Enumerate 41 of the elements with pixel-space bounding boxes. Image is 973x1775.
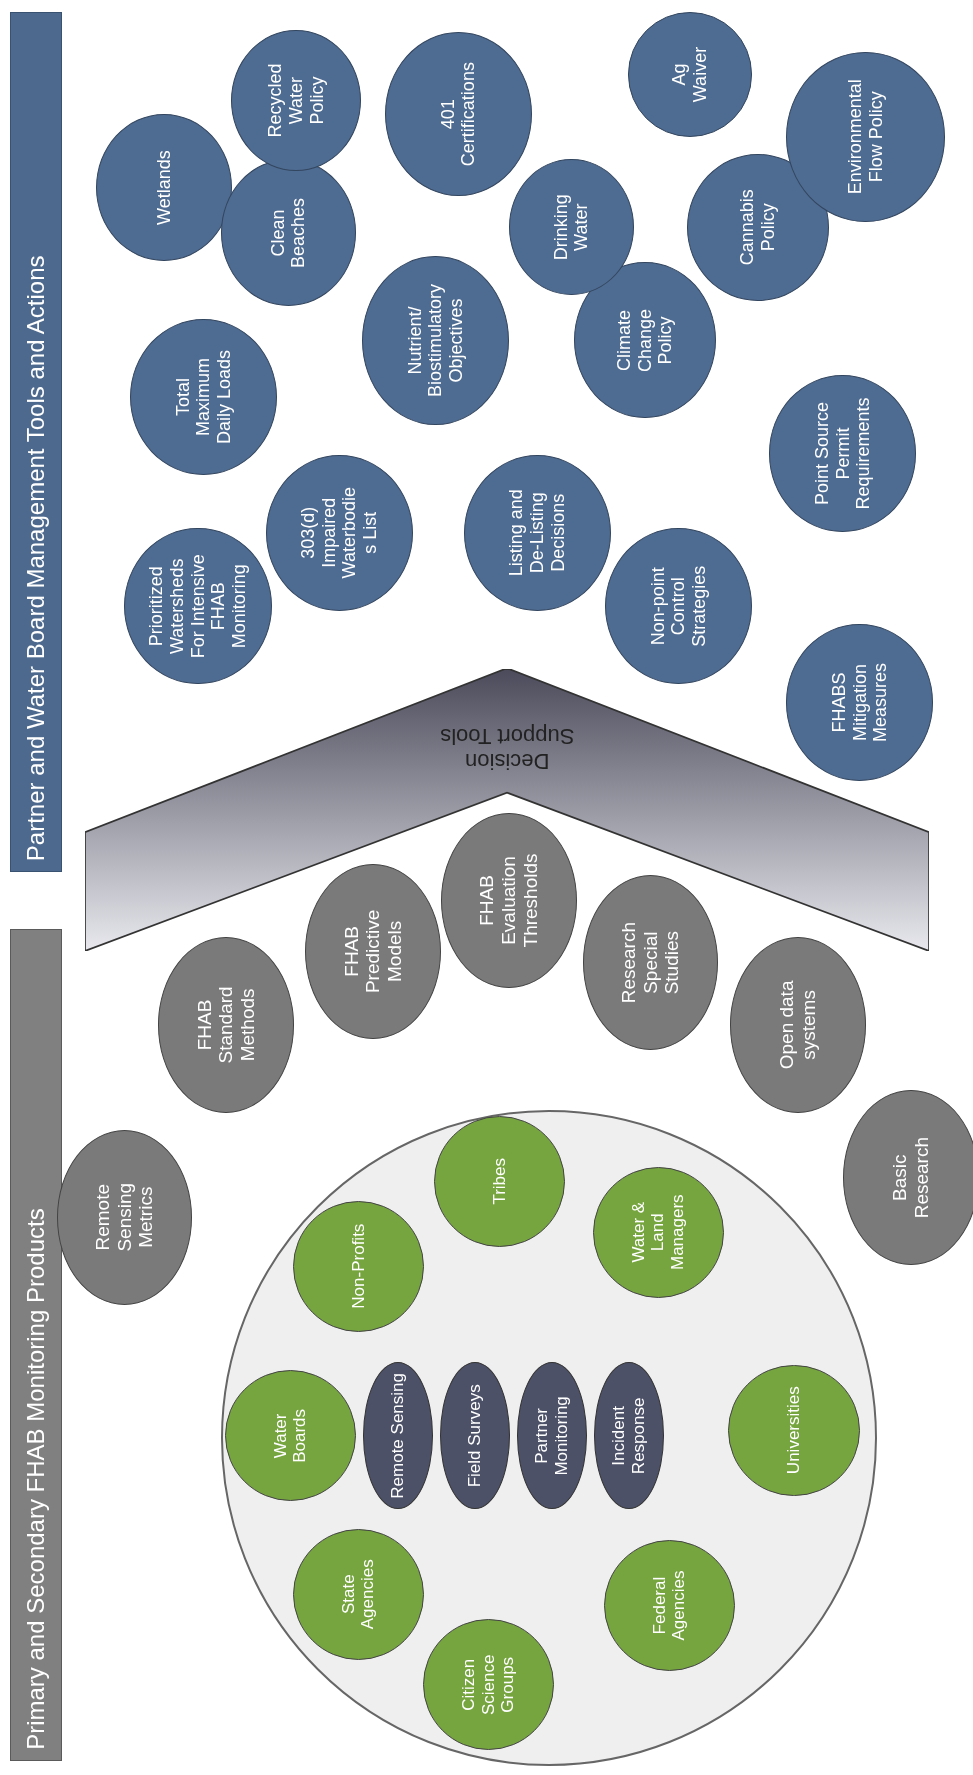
node-label: Clean Beaches <box>267 196 310 270</box>
node-label: Non-point Control Strategies <box>647 564 710 649</box>
node-label: Water & Land Managers <box>628 1193 688 1272</box>
node-label: Non-Profits <box>348 1223 369 1309</box>
node-label: FHAB Predictive Models <box>340 908 407 996</box>
node-label: Citizen Science Groups <box>459 1653 518 1717</box>
node-label: Basic Research <box>888 1135 933 1221</box>
node-label: Field Surveys <box>465 1384 485 1488</box>
node-label: Climate Change Policy <box>613 307 676 374</box>
node-label: FHAB Evaluation Thresholds <box>476 852 542 950</box>
node-label: Listing and De-Listing Decisions <box>506 488 569 579</box>
section-title: Partner and Water Board Management Tools and Actions <box>22 255 50 862</box>
node-label: 401 Certifications <box>437 61 479 169</box>
node-label: Nutrient/ Biostimulatory Objectives <box>404 282 467 399</box>
node-label: 303(d) Impaired Waterbodie s List <box>298 486 381 581</box>
node-label: FHABS Mitigation Measures <box>828 661 891 744</box>
node-label: Incident Response <box>609 1396 649 1477</box>
node-label: Drinking Water <box>550 193 593 263</box>
node-label: Remote Sensing Metrics <box>91 1181 158 1254</box>
node-label: Wetlands <box>153 150 175 226</box>
node-label: Ag Waiver <box>669 45 711 105</box>
node-label: Remote Sensing <box>388 1373 408 1499</box>
node-label: Federal Agencies <box>649 1569 690 1643</box>
node-label: Total Maximum Daily Loads <box>172 348 235 446</box>
title-banner <box>10 12 63 873</box>
node-label: Point Source Permit Requirements <box>811 397 874 510</box>
node-label: Cannabis Policy <box>737 188 779 268</box>
arrow-label: Decision Support Tools <box>438 723 575 774</box>
node-label: Tribes <box>490 1158 510 1205</box>
node-label: Environmental Flow Policy <box>844 78 887 196</box>
node-label: Prioritized Watersheds For Intensive FHAB Monitoring <box>146 554 250 659</box>
node-label: Partner Monitoring <box>532 1395 572 1478</box>
node-label: Research Special Studies <box>617 921 684 1006</box>
section-title: Primary and Secondary FHAB Monitoring Products <box>22 1208 50 1750</box>
title-banner <box>10 929 63 1761</box>
node-label: Water Boards <box>270 1407 310 1465</box>
node-label: Open data systems <box>775 979 820 1072</box>
node-label: Recycled Water Policy <box>265 62 328 140</box>
node-label: FHAB Standard Methods <box>193 985 260 1066</box>
node-label: State Agencies <box>338 1558 378 1632</box>
node-label: Universities <box>784 1386 804 1475</box>
